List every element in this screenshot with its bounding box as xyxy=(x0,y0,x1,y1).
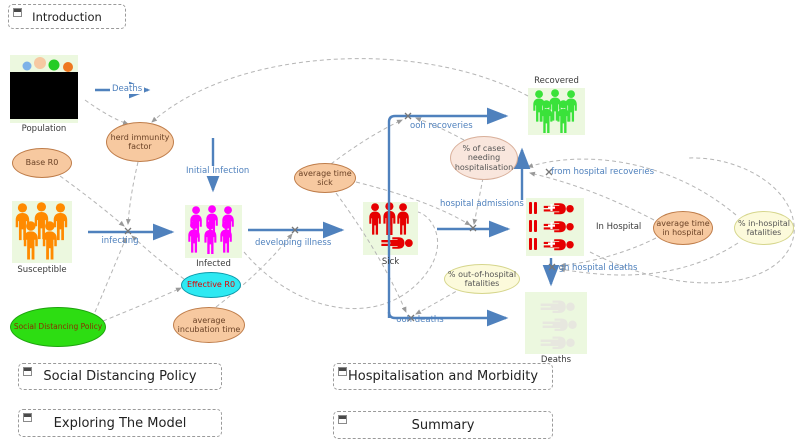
recovered-label: Recovered xyxy=(534,76,579,86)
section-social-distancing-policy[interactable]: Social Distancing Policy xyxy=(18,363,222,390)
variable-herd-immunity-factor[interactable]: herd immunity factor xyxy=(106,122,174,162)
flow-infecting[interactable]: infecting xyxy=(101,236,139,246)
variable-pct-out-of-hospital-fatalities[interactable]: % out-of-hospital fatalities xyxy=(444,264,520,294)
susceptible-label: Susceptible xyxy=(17,265,67,275)
variable-average-time-in-hospital[interactable]: average time in hospital xyxy=(653,211,713,245)
stock-recovered[interactable] xyxy=(528,88,585,135)
variable-social-distancing-policy[interactable]: Social Distancing Policy xyxy=(10,307,106,347)
variable-effective-r0[interactable]: Effective R0 xyxy=(181,272,241,298)
stock-deaths[interactable] xyxy=(525,292,587,354)
section-summary-title: Summary xyxy=(411,417,475,433)
collapsed-frame-icon[interactable] xyxy=(23,413,32,422)
section-hospitalisation-and-morbidity[interactable]: Hospitalisation and Morbidity xyxy=(333,363,553,390)
flow-from-hospital-recoveries[interactable]: from hospital recoveries xyxy=(551,167,655,177)
variable-average-incubation-time[interactable]: average incubation time xyxy=(173,307,245,343)
hospital-patients-icon xyxy=(529,202,574,251)
population-label: Population xyxy=(21,124,67,134)
deceased-figures-icon xyxy=(540,300,577,349)
flow-initial-infection[interactable]: Initial Infection xyxy=(184,166,252,176)
section-hospitalisation-title: Hospitalisation and Morbidity xyxy=(347,369,539,384)
infected-people-icon xyxy=(188,205,234,254)
stock-susceptible[interactable] xyxy=(12,201,72,263)
collapsed-frame-icon[interactable] xyxy=(338,367,347,376)
collapsed-frame-icon[interactable] xyxy=(338,415,347,424)
deaths-label: Deaths xyxy=(540,355,572,365)
sick-label: Sick xyxy=(381,257,400,267)
section-introduction-title: Introduction xyxy=(32,9,102,24)
recovered-people-icon xyxy=(533,89,577,133)
in-hospital-label: In Hospital xyxy=(596,222,642,232)
stock-population[interactable] xyxy=(10,55,78,123)
collapsed-frame-icon[interactable] xyxy=(13,8,22,17)
variable-pct-in-hospital-fatalities[interactable]: % in-hospital fatalities xyxy=(734,211,794,245)
section-introduction[interactable]: Introduction xyxy=(8,4,126,29)
flow-developing-illness[interactable]: developing illness xyxy=(255,238,332,248)
section-summary[interactable]: Summary xyxy=(333,411,553,439)
population-image-block xyxy=(10,72,78,119)
section-exploring-the-model[interactable]: Exploring The Model xyxy=(18,409,222,437)
variable-base-r0[interactable]: Base R0 xyxy=(12,148,72,178)
stock-sick[interactable] xyxy=(363,202,418,255)
susceptible-people-icon xyxy=(15,202,68,260)
infected-label: Infected xyxy=(196,259,231,269)
flow-hospital-admissions[interactable]: hospital admissions xyxy=(440,199,524,209)
stock-in-hospital[interactable] xyxy=(526,198,584,256)
flow-in-hospital-deaths[interactable]: gh hospital deaths xyxy=(558,263,638,273)
collapsed-frame-icon[interactable] xyxy=(23,367,32,376)
stock-infected[interactable] xyxy=(185,205,242,258)
section-social-distancing-title: Social Distancing Policy xyxy=(43,369,197,384)
population-crowd-icon xyxy=(22,57,73,72)
section-exploring-title: Exploring The Model xyxy=(53,415,187,431)
sick-people-icon xyxy=(369,202,413,249)
flow-ooh-deaths[interactable]: ooh deaths xyxy=(396,315,444,325)
flow-ooh-recoveries[interactable]: ooh recoveries xyxy=(410,121,473,131)
variable-average-time-sick[interactable]: average time sick xyxy=(294,163,356,193)
flow-deaths-out[interactable]: Deaths xyxy=(110,84,145,94)
variable-pct-cases-needing-hospitalisation[interactable]: % of cases needing hospitalisation xyxy=(450,136,518,180)
